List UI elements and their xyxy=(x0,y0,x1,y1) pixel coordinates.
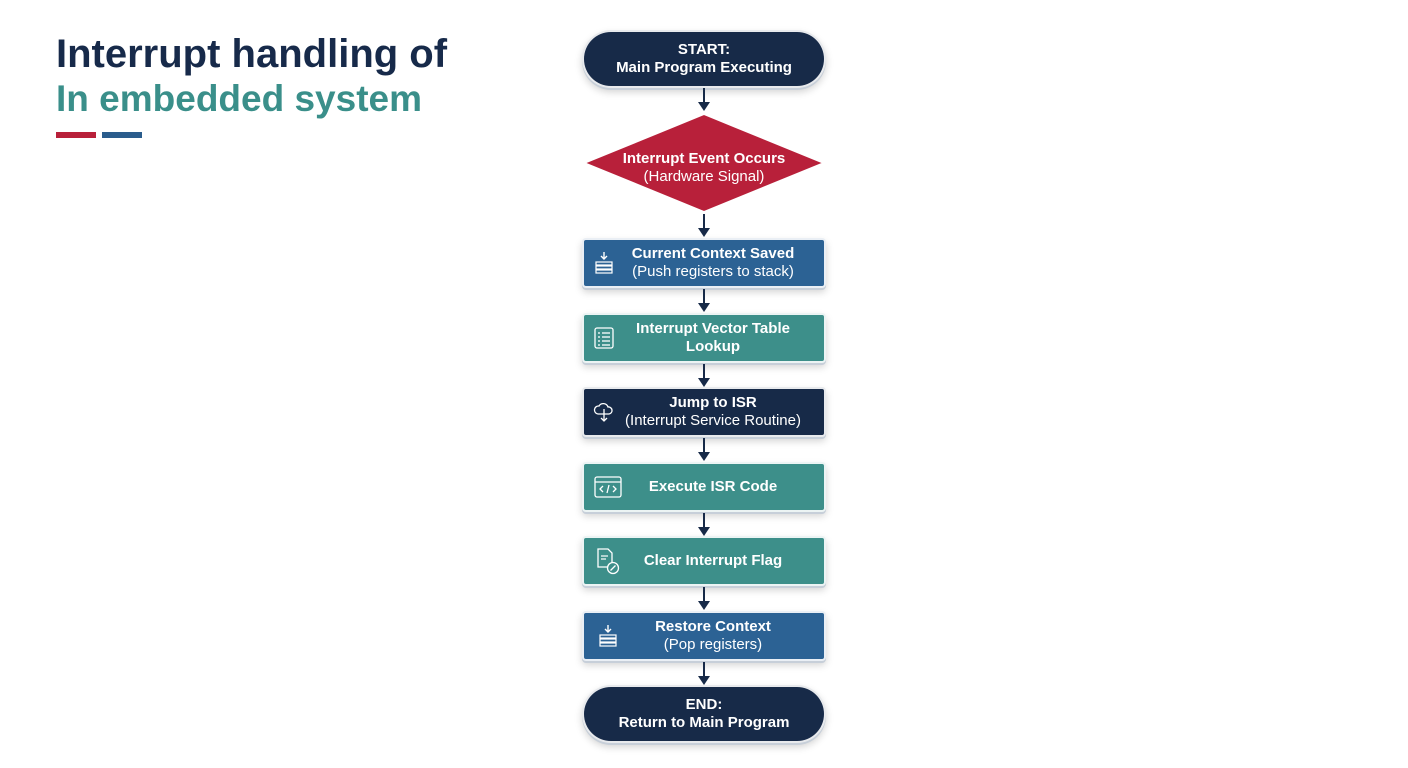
step-subtitle: (Interrupt Service Routine) xyxy=(625,412,801,429)
step-restore-context: Restore Context (Pop registers) xyxy=(582,611,826,661)
alarm-icon xyxy=(585,114,603,133)
table-icon xyxy=(594,327,614,349)
decision-title: Interrupt Event Occurs xyxy=(622,150,786,167)
start-title: START: xyxy=(677,41,731,58)
title-line-1: Interrupt handling of xyxy=(56,32,448,76)
document-clear-icon xyxy=(597,548,620,575)
step-title: Execute ISR Code xyxy=(648,478,778,495)
stack-pop-icon xyxy=(599,625,617,647)
step-title: Current Context Saved xyxy=(631,245,795,262)
arrow-7 xyxy=(698,587,710,610)
step-title: Clear Interrupt Flag xyxy=(643,552,783,569)
step-clear-flag: Clear Interrupt Flag xyxy=(582,536,826,586)
arrow-4 xyxy=(698,364,710,387)
accent-bar-blue xyxy=(102,132,142,138)
decision-subtitle: (Hardware Signal) xyxy=(643,168,765,185)
cloud-jump-icon xyxy=(593,402,613,422)
step-title: Jump to ISR xyxy=(669,394,757,411)
arrow-2 xyxy=(698,214,710,237)
step-title: Interrupt Vector Table xyxy=(636,320,790,337)
arrow-5 xyxy=(698,438,710,461)
stack-push-icon xyxy=(595,252,613,274)
step-subtitle: Lookup xyxy=(685,338,741,355)
code-window-icon xyxy=(594,476,622,498)
end-subtitle: Return to Main Program xyxy=(618,714,790,731)
step-jump-isr: Jump to ISR (Interrupt Service Routine) xyxy=(582,387,826,437)
step-execute-isr: Execute ISR Code xyxy=(582,462,826,512)
step-subtitle: (Push registers to stack) xyxy=(632,263,794,280)
accent-bar-red xyxy=(56,132,96,138)
start-node: START: Main Program Executing xyxy=(582,30,826,88)
step-title: Restore Context xyxy=(655,618,771,635)
step-subtitle: (Pop registers) xyxy=(663,636,763,653)
end-title: END: xyxy=(685,696,723,713)
end-node: END: Return to Main Program xyxy=(582,685,826,743)
arrow-8 xyxy=(698,662,710,685)
arrow-3 xyxy=(698,289,710,312)
arrow-6 xyxy=(698,513,710,536)
start-subtitle: Main Program Executing xyxy=(616,59,792,76)
step-context-save: Current Context Saved (Push registers to… xyxy=(582,238,826,288)
interrupt-decision-node: Interrupt Event Occurs (Hardware Signal) xyxy=(582,112,826,214)
step-vector-lookup: Interrupt Vector Table Lookup xyxy=(582,313,826,363)
title-line-2: In embedded system xyxy=(56,78,423,119)
arrow-1 xyxy=(698,88,710,111)
page-title: Interrupt handling of In embedded system xyxy=(56,34,447,117)
